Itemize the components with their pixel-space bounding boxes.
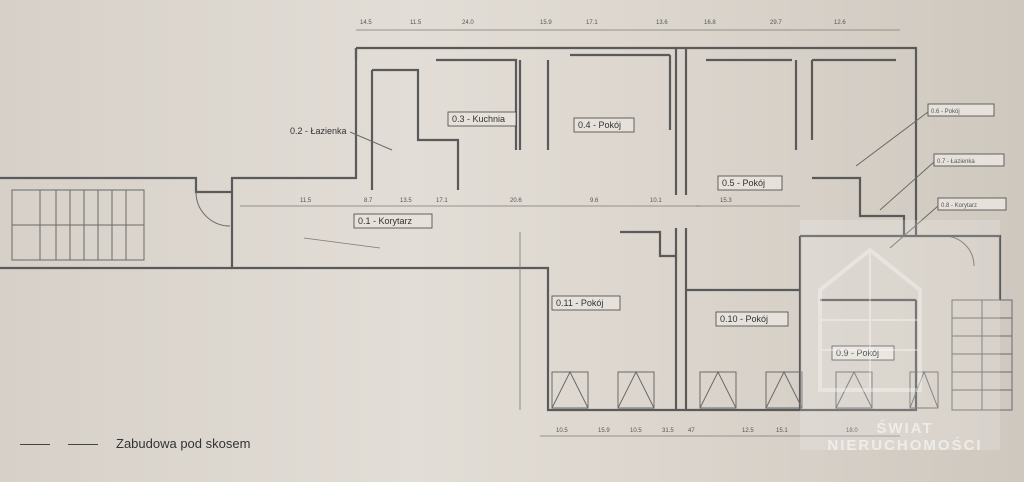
- room-label-lazienka: 0.2 - Łazienka: [290, 126, 347, 136]
- wardrobes: [551, 370, 939, 409]
- dim-bottom-7: 18.0: [846, 428, 858, 434]
- room-label-korytarz: 0.1 - Korytarz: [358, 216, 413, 226]
- dim-top-2: 24.0: [462, 20, 474, 26]
- dim-bottom-6: 15.1: [776, 428, 788, 434]
- room-tag-c: 0.8 - Korytarz: [941, 203, 977, 209]
- dim-top-6: 16.8: [704, 20, 716, 26]
- dim-mid-2: 13.5: [400, 198, 412, 204]
- dim-bottom-1: 15.9: [598, 428, 610, 434]
- dimension-values-top: 14.5 11.5 24.0 15.9 17.1 13.6 16.8 29.7 …: [360, 20, 846, 26]
- dimension-values-bottom: 10.5 15.9 10.5 31.5 47 12.5 15.1 18.0: [556, 428, 858, 434]
- outer-walls: [230, 46, 918, 412]
- right-staircase: [951, 299, 1013, 411]
- room-label-pokoj-05: 0.5 - Pokój: [722, 178, 765, 188]
- dim-mid-1: 8.7: [364, 198, 373, 204]
- room-tag-a: 0.6 - Pokój: [931, 109, 960, 115]
- legend-dash-icon: [68, 444, 98, 446]
- room-labels: 0.2 - Łazienka 0.3 - Kuchnia 0.4 - Pokój…: [290, 103, 1007, 361]
- dim-bottom-0: 10.5: [556, 428, 568, 434]
- dimension-lines: [240, 29, 900, 437]
- dim-top-8: 12.6: [834, 20, 846, 26]
- dim-top-1: 11.5: [410, 20, 422, 26]
- left-staircase: [0, 176, 232, 270]
- interior-walls: [370, 48, 1002, 410]
- dim-top-7: 29.7: [770, 20, 782, 26]
- dim-mid-7: 15.3: [720, 198, 732, 204]
- dim-top-5: 13.6: [656, 20, 668, 26]
- dim-mid-0: 11.5: [300, 198, 312, 204]
- dim-bottom-3: 31.5: [662, 428, 674, 434]
- legend: Zabudowa pod skosem: [20, 436, 250, 451]
- room-label-kuchnia: 0.3 - Kuchnia: [452, 114, 505, 124]
- legend-label: Zabudowa pod skosem: [116, 436, 251, 451]
- watermark-text: ŚWIAT NIERUCHOMOŚCI: [827, 420, 983, 454]
- room-label-pokoj-10: 0.10 - Pokój: [720, 314, 768, 324]
- watermark-logo: [818, 247, 922, 392]
- room-tag-b: 0.7 - Łazienka: [937, 159, 975, 165]
- dim-mid-3: 17.1: [436, 198, 448, 204]
- room-label-pokoj-11: 0.11 - Pokój: [556, 298, 603, 308]
- dim-top-3: 15.9: [540, 20, 552, 26]
- room-label-pokoj-04: 0.4 - Pokój: [578, 120, 621, 130]
- legend-dash-icon: [20, 444, 50, 446]
- dim-mid-6: 10.1: [650, 198, 662, 204]
- dim-mid-5: 9.6: [590, 198, 599, 204]
- watermark-overlay: [800, 220, 1000, 450]
- dim-top-4: 17.1: [586, 20, 598, 26]
- dim-mid-4: 20.6: [510, 198, 522, 204]
- dim-bottom-5: 12.5: [742, 428, 754, 434]
- dim-bottom-4: 47: [688, 428, 695, 434]
- room-label-pokoj-09: 0.9 - Pokój: [836, 348, 879, 358]
- dim-top-0: 14.5: [360, 20, 372, 26]
- dim-bottom-2: 10.5: [630, 428, 642, 434]
- dimension-values-mid: 11.5 8.7 13.5 17.1 20.6 9.6 10.1 15.3: [300, 198, 732, 204]
